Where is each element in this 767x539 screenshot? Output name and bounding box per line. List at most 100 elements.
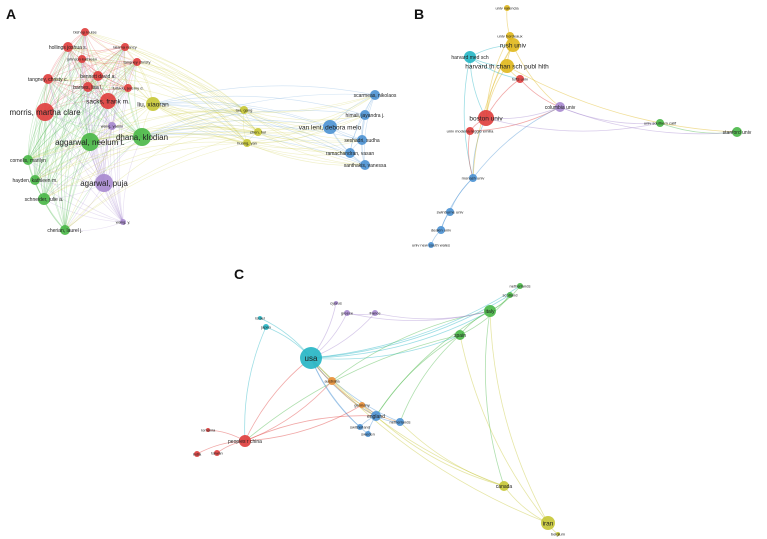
node-label: england bbox=[367, 414, 385, 420]
network-edge bbox=[243, 109, 363, 141]
network-edge bbox=[27, 46, 126, 161]
node-label: taiwan bbox=[211, 450, 223, 455]
network-edge bbox=[110, 125, 124, 223]
network-edge bbox=[43, 198, 124, 223]
node-label: himali, jayandra j. bbox=[346, 113, 385, 119]
network-edge bbox=[43, 136, 143, 200]
network-node bbox=[240, 106, 248, 114]
network-edge bbox=[89, 109, 245, 143]
network-edge bbox=[44, 46, 126, 113]
network-edge bbox=[116, 87, 129, 223]
network-edge bbox=[44, 61, 138, 113]
network-edge bbox=[244, 357, 312, 442]
node-label: canada bbox=[496, 484, 513, 490]
network-edge bbox=[34, 86, 89, 181]
network-node bbox=[239, 435, 251, 447]
network-edge bbox=[141, 124, 363, 141]
network-edge bbox=[27, 100, 109, 161]
panel-label-a: A bbox=[6, 6, 16, 22]
network-edge bbox=[469, 106, 561, 132]
network-edge bbox=[124, 46, 245, 111]
network-edge bbox=[81, 58, 245, 111]
network-node bbox=[732, 127, 742, 137]
node-label: switzerland bbox=[350, 424, 370, 429]
network-edge bbox=[152, 103, 366, 124]
network-node bbox=[194, 451, 200, 457]
network-edge bbox=[459, 294, 511, 336]
node-label: cherian, laurel j. bbox=[47, 228, 82, 234]
network-edge bbox=[141, 93, 376, 138]
network-edge bbox=[64, 87, 129, 231]
node-label: bennett david a. bbox=[80, 74, 116, 80]
network-edge bbox=[47, 61, 138, 80]
node-label: schneider, julie a. bbox=[25, 197, 64, 203]
network-edge bbox=[463, 56, 474, 179]
network-edge bbox=[81, 58, 113, 127]
network-edge bbox=[44, 31, 86, 113]
network-edge bbox=[103, 87, 129, 184]
network-edge bbox=[43, 87, 129, 200]
node-label: peoples r china bbox=[228, 439, 262, 445]
network-edge bbox=[64, 109, 245, 231]
network-edge bbox=[459, 334, 549, 524]
network-edge bbox=[47, 78, 124, 223]
node-label: univ southern calif bbox=[644, 120, 677, 125]
network-node bbox=[124, 84, 132, 92]
network-edge bbox=[34, 31, 86, 181]
network-node bbox=[428, 242, 434, 248]
network-edge bbox=[38, 78, 49, 200]
network-edge bbox=[124, 46, 143, 138]
network-edge bbox=[246, 94, 376, 144]
network-edge bbox=[81, 58, 105, 184]
network-node bbox=[258, 316, 262, 320]
network-edge bbox=[246, 114, 366, 144]
network-edge bbox=[244, 404, 363, 442]
network-node bbox=[437, 226, 445, 234]
network-edge bbox=[485, 35, 511, 119]
network-edge bbox=[329, 94, 376, 128]
network-edge bbox=[61, 58, 83, 231]
network-edge bbox=[34, 179, 124, 223]
network-edge bbox=[34, 61, 138, 181]
network-edge bbox=[34, 125, 113, 181]
network-edge bbox=[364, 94, 376, 166]
network-edge bbox=[43, 142, 248, 200]
node-label: swinburne univ bbox=[437, 209, 464, 214]
network-edge bbox=[81, 58, 259, 133]
network-edge bbox=[67, 46, 245, 111]
network-edge bbox=[141, 133, 366, 166]
network-edge bbox=[84, 31, 113, 127]
network-edge bbox=[33, 78, 49, 181]
node-label: wang, yamin bbox=[101, 123, 123, 128]
node-label: netherlands bbox=[390, 419, 411, 424]
network-edge bbox=[472, 44, 514, 179]
network-edge bbox=[243, 109, 351, 154]
network-edge bbox=[152, 102, 363, 141]
network-edge bbox=[244, 415, 377, 442]
network-edge bbox=[375, 415, 505, 487]
network-edge bbox=[246, 142, 366, 166]
network-edge bbox=[246, 142, 351, 156]
network-node bbox=[81, 133, 99, 151]
network-edge bbox=[246, 139, 363, 149]
network-node bbox=[263, 324, 269, 330]
network-node bbox=[507, 292, 513, 298]
network-edge bbox=[84, 31, 248, 144]
node-label: greece bbox=[341, 310, 354, 315]
network-edge bbox=[44, 111, 124, 223]
network-edge bbox=[45, 78, 66, 231]
network-edge bbox=[60, 31, 86, 231]
network-node bbox=[334, 301, 338, 305]
network-edge bbox=[124, 46, 259, 133]
network-edge bbox=[89, 46, 126, 143]
network-edge bbox=[374, 310, 491, 320]
network-edge bbox=[27, 78, 49, 161]
network-edge bbox=[331, 380, 377, 417]
node-label: scotland bbox=[503, 292, 518, 297]
network-node bbox=[81, 28, 89, 36]
network-edge bbox=[43, 46, 126, 200]
network-edge bbox=[89, 132, 248, 144]
node-label: stanford univ bbox=[723, 130, 752, 136]
node-label: lalama nancy bbox=[113, 44, 137, 49]
network-edge bbox=[64, 221, 124, 231]
